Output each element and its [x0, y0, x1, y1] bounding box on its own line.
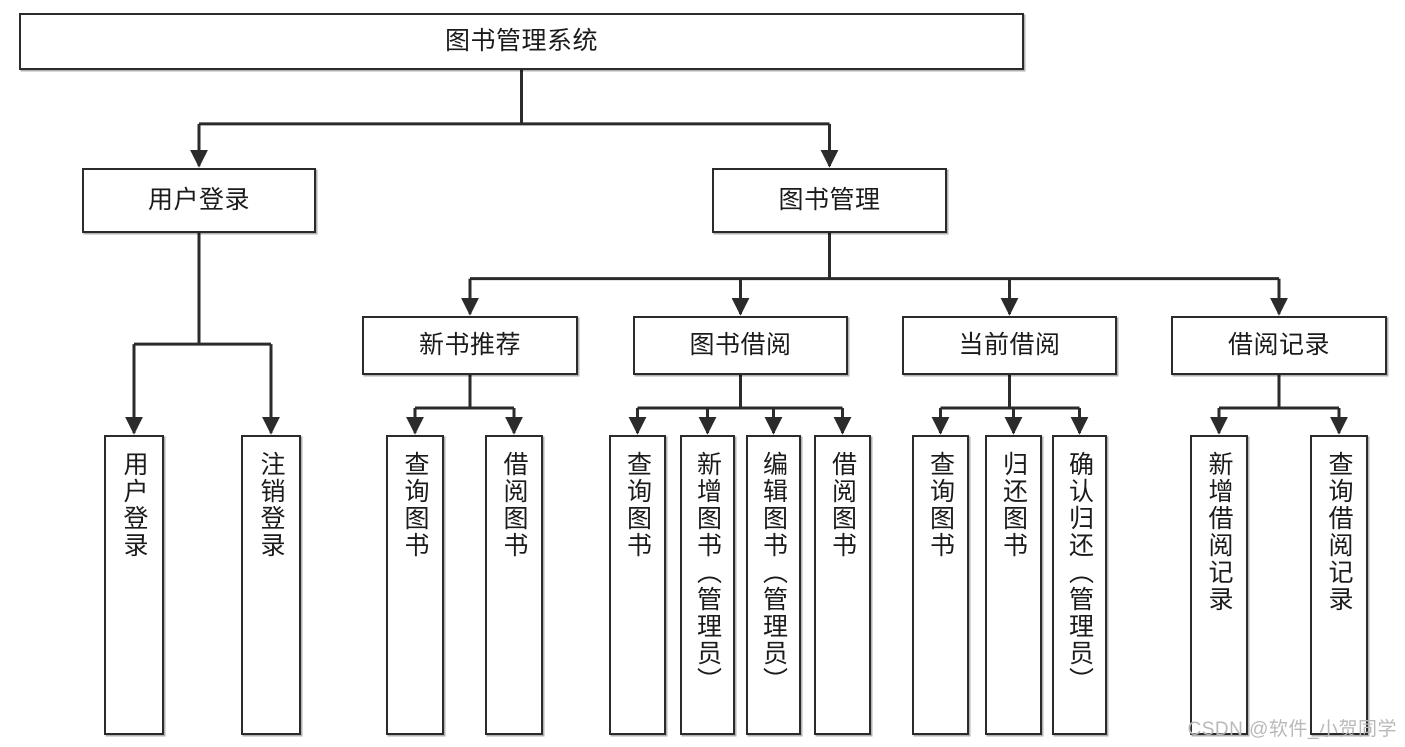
node-new-book-recommend[interactable]: 新书推荐: [362, 316, 578, 375]
node-current-borrow-label: 当前借阅: [958, 331, 1061, 360]
node-leaf-query-book-borrow-label: 查询图书: [623, 451, 652, 559]
node-root-label: 图书管理系统: [444, 27, 598, 56]
node-book-borrow[interactable]: 图书借阅: [633, 316, 848, 375]
watermark: CSDN @软件_小贺同学: [1187, 719, 1397, 740]
node-user-login-label: 用户登录: [147, 186, 250, 215]
node-leaf-borrow-book-rec[interactable]: 借阅图书: [485, 435, 543, 735]
node-leaf-borrow-book-rec-label: 借阅图书: [500, 451, 528, 559]
node-leaf-query-borrow-record[interactable]: 查询借阅记录: [1310, 435, 1368, 735]
node-leaf-query-book-rec[interactable]: 查询图书: [386, 435, 444, 735]
node-leaf-edit-book-admin[interactable]: 编辑图书（管理员）: [746, 435, 801, 735]
node-leaf-query-book-cur-label: 查询图书: [926, 451, 955, 559]
node-leaf-add-borrow-record-label: 新增借阅记录: [1205, 451, 1233, 613]
node-book-manage-label: 图书管理: [778, 186, 881, 215]
node-book-borrow-label: 图书借阅: [689, 331, 792, 360]
node-leaf-return-book[interactable]: 归还图书: [985, 435, 1042, 735]
node-leaf-add-book-admin-label: 新增图书（管理员）: [693, 451, 722, 694]
node-leaf-add-borrow-record[interactable]: 新增借阅记录: [1190, 435, 1248, 735]
node-leaf-edit-book-admin-label: 编辑图书（管理员）: [759, 451, 788, 694]
node-root[interactable]: 图书管理系统: [19, 13, 1024, 70]
node-borrow-record[interactable]: 借阅记录: [1171, 316, 1387, 375]
node-leaf-logout[interactable]: 注销登录: [241, 435, 301, 735]
node-leaf-query-book-borrow[interactable]: 查询图书: [609, 435, 666, 735]
node-leaf-user-login-label: 用户登录: [120, 451, 148, 559]
node-current-borrow[interactable]: 当前借阅: [902, 316, 1117, 375]
node-leaf-query-book-rec-label: 查询图书: [401, 451, 429, 559]
node-book-manage[interactable]: 图书管理: [712, 168, 947, 233]
node-leaf-logout-label: 注销登录: [257, 451, 285, 559]
node-leaf-borrow-book[interactable]: 借阅图书: [814, 435, 871, 735]
node-leaf-return-book-label: 归还图书: [999, 451, 1028, 559]
node-new-book-recommend-label: 新书推荐: [418, 331, 521, 360]
node-leaf-confirm-return-admin-label: 确认归还（管理员）: [1065, 451, 1094, 694]
node-leaf-user-login[interactable]: 用户登录: [104, 435, 164, 735]
node-user-login[interactable]: 用户登录: [82, 168, 316, 233]
node-leaf-query-book-cur[interactable]: 查询图书: [912, 435, 969, 735]
node-leaf-query-borrow-record-label: 查询借阅记录: [1325, 451, 1353, 613]
node-leaf-confirm-return-admin[interactable]: 确认归还（管理员）: [1052, 435, 1107, 735]
node-leaf-borrow-book-label: 借阅图书: [828, 451, 857, 559]
node-leaf-add-book-admin[interactable]: 新增图书（管理员）: [680, 435, 735, 735]
node-borrow-record-label: 借阅记录: [1227, 331, 1330, 360]
